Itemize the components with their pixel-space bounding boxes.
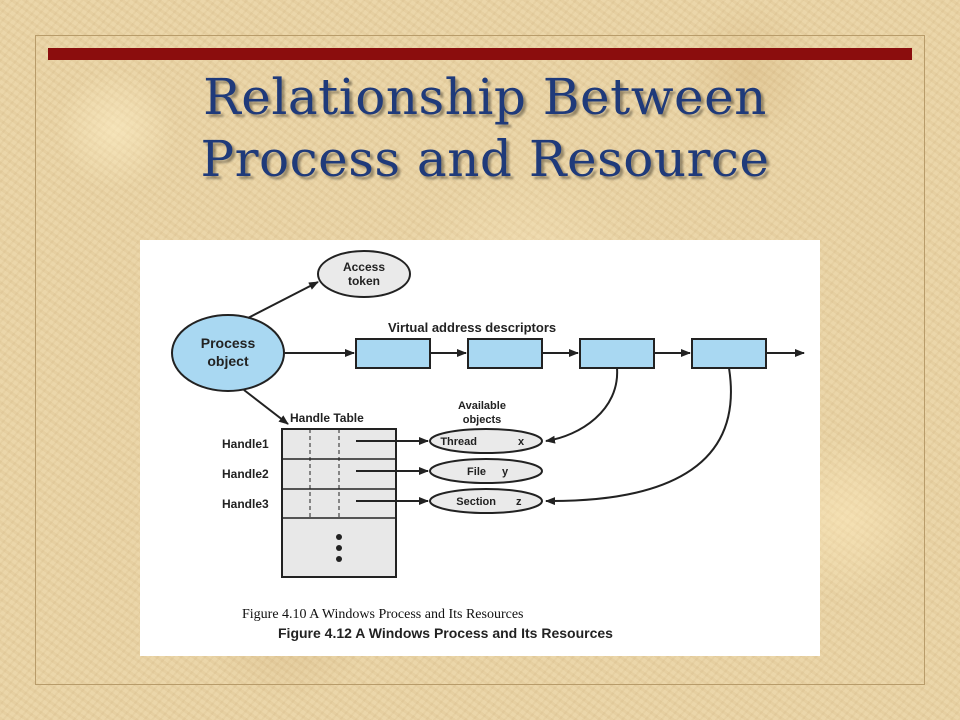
ellipsis-dot-3 <box>336 556 342 562</box>
vad-node-3 <box>579 338 655 369</box>
vad4-to-section-arrow <box>545 367 732 506</box>
section-object-type: Section <box>456 496 496 508</box>
process-to-token-arrow <box>247 281 319 319</box>
access-token-label-1: Access <box>343 260 385 274</box>
title-line-1: Relationship Between <box>203 68 767 126</box>
figure-caption-original: Figure 4.12 A Windows Process and Its Re… <box>278 625 613 641</box>
vad-node-4 <box>691 338 767 369</box>
vad-label: Virtual address descriptors <box>388 320 556 335</box>
process-resource-figure: Access token Process object Virtual addr… <box>140 240 820 656</box>
process-object-node: Process object <box>171 314 285 392</box>
file-object-node: File y <box>429 458 543 484</box>
file-object-name: y <box>502 466 509 478</box>
diagram-canvas: Access token Process object Virtual addr… <box>171 250 805 578</box>
section-object-name: z <box>516 496 522 508</box>
process-object-label-1: Process <box>201 335 256 351</box>
vad-node-2 <box>467 338 543 369</box>
vad-node-1 <box>355 338 431 369</box>
thread-object-node: Thread x <box>429 428 543 454</box>
file-object-type: File <box>467 466 486 478</box>
vad-chain <box>285 338 805 369</box>
process-to-handle-table-arrow <box>243 389 289 425</box>
available-objects-label-2: objects <box>463 414 502 426</box>
thread-object-name: x <box>518 436 525 448</box>
handle-table-label: Handle Table <box>290 411 364 425</box>
slide-frame <box>35 35 925 685</box>
access-token-node: Access token <box>317 250 411 298</box>
access-token-label-2: token <box>348 274 380 288</box>
available-objects-label-1: Available <box>458 400 506 412</box>
ellipsis-dot-1 <box>336 534 342 540</box>
handle-label-3: Handle3 <box>222 497 269 511</box>
process-object-label-2: object <box>207 353 249 369</box>
title-line-2: Process and Resource <box>200 130 770 188</box>
vad3-to-thread-arrow <box>545 367 619 444</box>
ellipsis-dot-2 <box>336 545 342 551</box>
slide-title: Relationship Between Process and Resourc… <box>60 66 910 190</box>
handle-table <box>281 428 397 578</box>
title-accent-bar <box>48 48 912 60</box>
handle-label-1: Handle1 <box>222 437 269 451</box>
figure-caption-inserted: Figure 4.10 A Windows Process and Its Re… <box>242 607 524 622</box>
section-object-node: Section z <box>429 488 543 514</box>
thread-object-type: Thread <box>440 436 477 448</box>
handle-label-2: Handle2 <box>222 467 269 481</box>
